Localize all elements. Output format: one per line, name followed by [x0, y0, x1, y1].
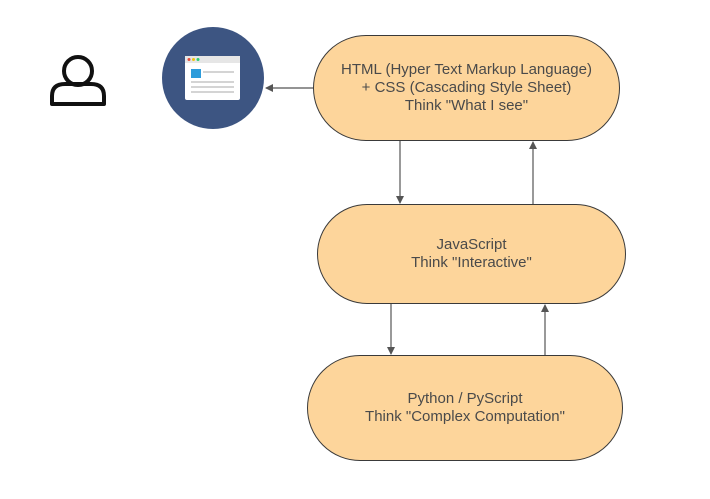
html-css-node-line-1: HTML (Hyper Text Markup Language) — [341, 61, 592, 78]
javascript-node: JavaScript Think "Interactive" — [317, 204, 626, 304]
python-node-line-2: Think "Complex Computation" — [365, 408, 565, 425]
user-icon — [50, 55, 106, 106]
html-css-node: HTML (Hyper Text Markup Language) + CSS … — [313, 35, 620, 141]
html-css-node-line-2: + CSS (Cascading Style Sheet) — [361, 79, 572, 96]
html-css-node-line-3: Think "What I see" — [404, 97, 529, 114]
javascript-node-line-2: Think "Interactive" — [411, 254, 532, 271]
browser-window-icon — [162, 27, 264, 129]
python-node-line-1: Python / PyScript — [407, 390, 523, 407]
python-node: Python / PyScript Think "Complex Computa… — [307, 355, 623, 461]
javascript-node-line-1: JavaScript — [436, 236, 507, 253]
